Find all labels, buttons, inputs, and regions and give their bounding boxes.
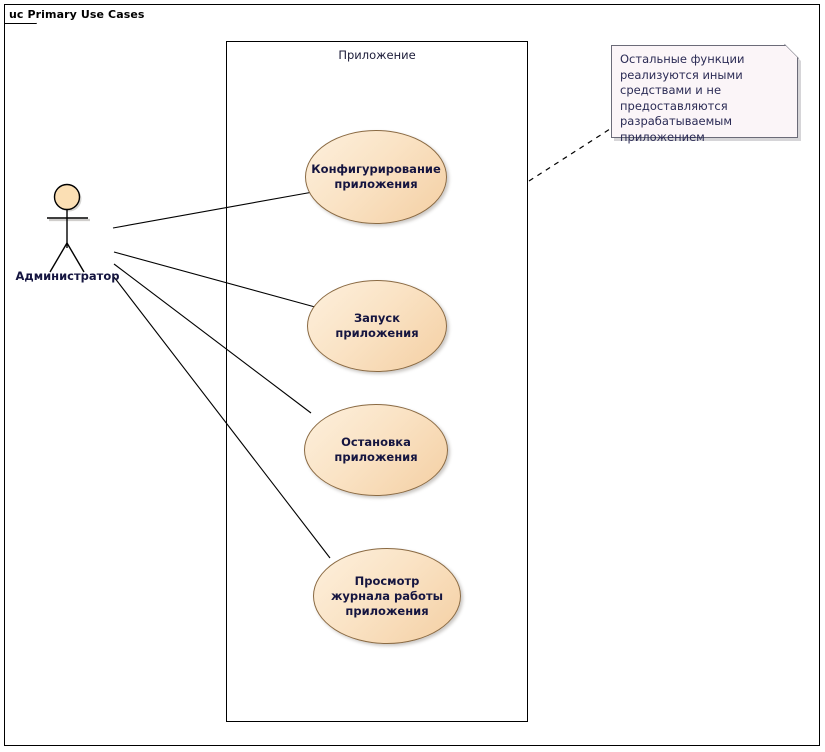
- actor-label: Администратор: [15, 269, 120, 283]
- note-text: Остальные функции реализуются иными сред…: [620, 52, 745, 144]
- use-case-configure-label: Конфигурирование приложения: [311, 162, 441, 191]
- system-boundary-label: Приложение: [338, 48, 416, 62]
- use-case-view-log-label: Просмотр журнала работы приложения: [330, 573, 444, 618]
- use-case-stop[interactable]: Остановка приложения: [304, 404, 448, 496]
- use-case-view-log[interactable]: Просмотр журнала работы приложения: [313, 548, 461, 644]
- note-box[interactable]: [611, 45, 798, 138]
- use-case-start[interactable]: Запуск приложения: [307, 280, 447, 372]
- use-case-configure[interactable]: Конфигурирование приложения: [305, 130, 447, 224]
- use-case-stop-label: Остановка приложения: [334, 435, 418, 464]
- use-case-start-label: Запуск приложения: [335, 311, 419, 340]
